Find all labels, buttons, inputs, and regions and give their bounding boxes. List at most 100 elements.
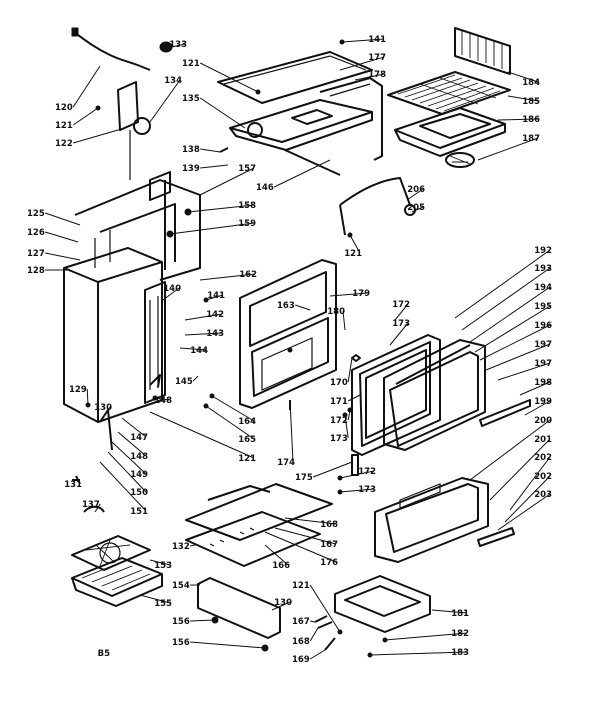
part-label-168: 168 <box>320 520 338 530</box>
part-label-151: 151 <box>130 507 148 517</box>
leader-line-182 <box>384 632 468 641</box>
part-label-154: 154 <box>172 581 190 591</box>
leader-line-126 <box>45 231 79 243</box>
part-label-137: 137 <box>82 500 100 510</box>
part-label-198: 198 <box>534 378 552 388</box>
leader-line-173a <box>389 322 409 346</box>
part-label-172a: 172 <box>392 300 410 310</box>
leader-line-157 <box>199 167 255 196</box>
part-label-184: 184 <box>522 78 540 88</box>
leader-line-121c <box>349 234 361 254</box>
part-label-127: 127 <box>27 249 45 259</box>
side-panel <box>63 247 163 423</box>
leader-line-158 <box>187 204 255 213</box>
leader-line-129 <box>86 388 89 406</box>
part-label-140: 140 <box>163 284 181 294</box>
part-label-206: 206 <box>407 185 425 195</box>
leader-line-175 <box>313 461 353 478</box>
leader-line-162 <box>199 273 256 281</box>
part-label-139: 139 <box>182 164 200 174</box>
leader-line-197b <box>497 362 551 381</box>
part-label-177: 177 <box>368 53 386 63</box>
part-label-200: 200 <box>534 416 552 426</box>
leader-line-121b <box>199 62 259 93</box>
part-label-156a: 156 <box>172 617 190 627</box>
part-label-121a: 121 <box>55 121 73 131</box>
leader-line-196 <box>479 324 551 361</box>
part-label-121d: 121 <box>238 454 256 464</box>
leader-line-199 <box>524 400 551 416</box>
part-label-146: 146 <box>256 183 274 193</box>
leader-lines <box>45 38 551 660</box>
part-label-186: 186 <box>522 115 540 125</box>
leader-line-172a <box>394 303 409 321</box>
part-label-149: 149 <box>130 470 148 480</box>
part-label-165: 165 <box>238 435 256 445</box>
leader-line-165 <box>205 405 255 440</box>
part-label-150: 150 <box>130 488 148 498</box>
part-label-185: 185 <box>522 97 540 107</box>
leader-line-172b <box>347 409 351 421</box>
part-label-173b: 173 <box>330 434 348 444</box>
part-label-135: 135 <box>182 94 200 104</box>
leader-line-159 <box>169 222 255 235</box>
part-label-181: 181 <box>451 609 469 619</box>
leader-line-141b <box>205 294 224 301</box>
part-label-205: 205 <box>407 203 425 213</box>
leader-line-146 <box>273 159 331 188</box>
part-label-178: 178 <box>368 70 386 80</box>
oven-element-rod <box>339 177 416 236</box>
leader-line-156a <box>190 619 216 622</box>
leader-line-193 <box>461 267 551 331</box>
broiler-drawer-door <box>374 477 515 563</box>
part-label-155: 155 <box>154 599 172 609</box>
part-label-133: 133 <box>169 40 187 50</box>
part-label-196: 196 <box>534 321 552 331</box>
leader-line-200 <box>469 419 551 481</box>
terminal-bracket <box>117 81 151 180</box>
part-label-164: 164 <box>238 417 256 427</box>
part-label-148b: 148 <box>130 452 148 462</box>
leader-line-135 <box>199 97 246 129</box>
leader-line-201 <box>489 438 551 501</box>
leader-line-164 <box>211 395 255 422</box>
leader-line-148b <box>117 431 147 457</box>
part-labels: 1201211221331211341351411771781841851861… <box>27 35 552 665</box>
part-label-130a: 130 <box>94 403 112 413</box>
part-label-129: 129 <box>69 385 87 395</box>
leader-line-132 <box>190 544 196 547</box>
leader-line-127 <box>45 252 81 261</box>
leader-line-125 <box>45 212 81 226</box>
leader-line-181 <box>431 609 468 614</box>
part-label-199: 199 <box>534 397 552 407</box>
leader-line-148a <box>154 397 171 401</box>
leader-line-139 <box>200 164 229 169</box>
part-label-142: 142 <box>206 310 224 320</box>
cooktop-top-panel <box>217 51 373 104</box>
part-label-125: 125 <box>27 209 45 219</box>
burner-box <box>229 77 383 176</box>
part-label-132: 132 <box>172 542 190 552</box>
part-label-141a: 141 <box>368 35 386 45</box>
part-label-153: 153 <box>154 561 172 571</box>
back-frame <box>74 171 201 281</box>
leader-line-120 <box>72 65 101 108</box>
part-label-128: 128 <box>27 266 45 276</box>
part-label-130b: 130 <box>274 598 292 608</box>
leader-line-194 <box>469 286 551 343</box>
leader-line-176 <box>264 531 337 563</box>
leader-line-131 <box>77 479 81 485</box>
leader-line-166 <box>264 544 289 566</box>
part-label-122: 122 <box>55 139 73 149</box>
part-label-167: 167 <box>320 540 338 550</box>
leader-line-187 <box>477 137 539 161</box>
leader-line-130a <box>99 406 111 423</box>
part-label-121c: 121 <box>344 249 362 259</box>
kick-panel <box>197 577 281 639</box>
leader-line-174 <box>289 399 294 463</box>
part-label-121e: 121 <box>292 581 310 591</box>
storage-drawer <box>334 575 431 633</box>
part-label-166: 166 <box>272 561 290 571</box>
leader-line-186 <box>497 118 539 121</box>
